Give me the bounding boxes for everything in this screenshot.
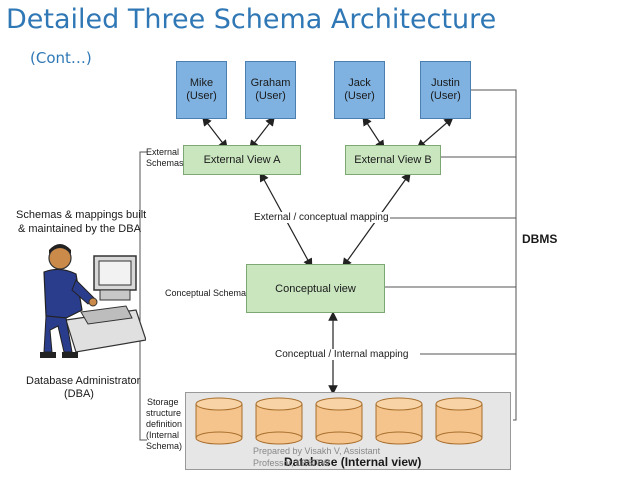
disk-icon-1 — [195, 397, 243, 445]
storage-label-3: definition — [146, 419, 183, 429]
dba-bracket — [139, 151, 147, 441]
disk-icon-4 — [375, 397, 423, 445]
schemas-mappings-text-2: & maintained by the DBA — [18, 223, 141, 235]
conceptual-schema-label: Conceptual Schema — [165, 288, 247, 298]
schemas-mappings-text-1: Schemas & mappings built — [16, 209, 147, 221]
user-box-mike: Mike (User) — [176, 61, 227, 119]
user-role: (User) — [255, 90, 286, 102]
user-role: (User) — [344, 90, 375, 102]
dbms-line-top — [471, 89, 517, 421]
footer-line-1: Prepared by Visakh V, Assistant — [253, 446, 381, 456]
footer-credit: Prepared by Visakh V, Assistant Professo… — [253, 445, 423, 469]
user-name: Justin — [431, 77, 460, 89]
external-view-a: External View A — [183, 145, 301, 175]
disk-icon-5 — [435, 397, 483, 445]
database-disks — [195, 397, 483, 445]
user-box-justin: Justin (User) — [420, 61, 471, 119]
conceptual-view: Conceptual view — [246, 264, 385, 313]
conceptual-internal-mapping-label: Conceptual / Internal mapping — [275, 349, 409, 360]
database-label: Database (Internal view) — [284, 455, 422, 469]
page-subtitle: (Cont…) — [30, 49, 92, 67]
footer-line-2: Professor, LBSITW — [253, 458, 330, 468]
dba-label-1: Database Administrator — [26, 375, 141, 387]
arrow-mike-view-a — [202, 116, 228, 150]
user-name: Graham — [250, 77, 291, 89]
dba-person-illustration — [40, 244, 146, 358]
external-schemas-label-2: Schemas — [146, 158, 184, 168]
user-name: Jack — [348, 77, 371, 89]
external-schemas-label-1: External — [146, 147, 180, 157]
user-role: (User) — [186, 90, 217, 102]
storage-label-2: structure — [146, 408, 182, 418]
user-role: (User) — [430, 90, 461, 102]
arrow-graham-view-a — [249, 116, 275, 150]
storage-label-5: Schema) — [146, 441, 183, 451]
dba-label-2: (DBA) — [64, 388, 94, 400]
arrow-justin-view-b — [416, 116, 454, 150]
disk-icon-2 — [255, 397, 303, 445]
user-name: Mike — [189, 77, 214, 89]
external-view-b: External View B — [345, 145, 441, 175]
dbms-label: DBMS — [522, 232, 558, 246]
disk-icon-3 — [315, 397, 363, 445]
arrow-jack-view-b — [362, 115, 385, 151]
page-title: Detailed Three Schema Architecture — [6, 4, 497, 35]
ext-conceptual-mapping-label: External / conceptual mapping — [254, 212, 389, 223]
user-box-jack: Jack (User) — [334, 61, 385, 119]
storage-label-1: Storage — [147, 397, 179, 407]
storage-label-4: (Internal — [146, 430, 180, 440]
user-box-graham: Graham (User) — [245, 61, 296, 119]
